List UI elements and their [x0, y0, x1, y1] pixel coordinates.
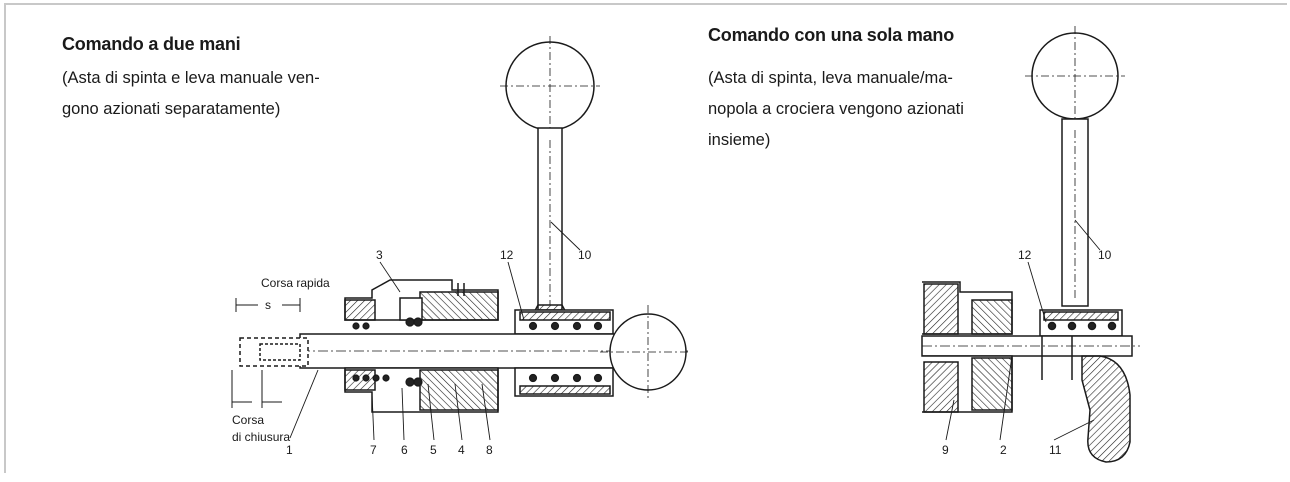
leader-lines — [289, 221, 581, 441]
hand-lever-right — [1061, 118, 1089, 307]
two-hand-assembly — [231, 36, 690, 441]
housing-upper-right — [922, 281, 1123, 337]
closing-stroke-label-2: di chiusura — [232, 430, 290, 444]
housing-upper — [344, 279, 614, 335]
two-hand-labels: Corsa rapida s Corsa di chiusura 1 3 4 5… — [232, 248, 592, 457]
callout-7: 7 — [370, 443, 377, 457]
desc-line: (Asta di spinta e leva manuale ven- — [62, 69, 320, 87]
handle-ball-right — [1025, 26, 1125, 128]
housing-lower-right — [922, 355, 1013, 413]
push-rod-right — [921, 335, 1140, 380]
callout-3: 3 — [376, 248, 383, 262]
quick-stroke-dimension — [231, 298, 301, 408]
desc-line: nopola a crociera vengono azionati — [708, 100, 964, 118]
handle-ball — [500, 36, 600, 138]
side-ball — [600, 305, 690, 400]
closing-stroke-label-1: Corsa — [232, 413, 264, 427]
callout-10: 10 — [578, 248, 592, 262]
callout-5: 5 — [430, 443, 437, 457]
callout-11: 11 — [1049, 443, 1062, 457]
springs — [352, 317, 603, 387]
one-hand-labels: 2 9 10 11 12 — [942, 248, 1112, 457]
callout-12-right: 12 — [1018, 248, 1032, 262]
callout-6: 6 — [401, 443, 408, 457]
hand-lever — [529, 127, 571, 321]
leader-lines-right — [945, 219, 1101, 441]
two-hand-description: (Asta di spinta e leva manuale ven- gono… — [62, 63, 320, 125]
desc-line: gono azionati separatamente) — [62, 100, 281, 118]
cross-knob — [1081, 355, 1131, 463]
stroke-s-label: s — [265, 298, 271, 312]
callout-8: 8 — [486, 443, 493, 457]
springs-right — [1047, 321, 1117, 331]
desc-line: insieme) — [708, 131, 771, 149]
one-hand-assembly — [921, 26, 1140, 463]
figure-frame — [4, 3, 1287, 473]
callout-2: 2 — [1000, 443, 1007, 457]
callout-12: 12 — [500, 248, 514, 262]
callout-9: 9 — [942, 443, 949, 457]
quick-stroke-label: Corsa rapida — [261, 276, 330, 290]
desc-line: (Asta di spinta, leva manuale/ma- — [708, 69, 953, 87]
callout-10-right: 10 — [1098, 248, 1112, 262]
push-rod — [299, 333, 690, 369]
two-hand-title: Comando a due mani — [62, 34, 241, 54]
one-hand-description: (Asta di spinta, leva manuale/ma- nopola… — [708, 63, 964, 156]
callout-1: 1 — [286, 443, 293, 457]
rod-tip — [239, 337, 309, 367]
one-hand-title: Comando con una sola mano — [708, 25, 955, 45]
callout-4: 4 — [458, 443, 465, 457]
